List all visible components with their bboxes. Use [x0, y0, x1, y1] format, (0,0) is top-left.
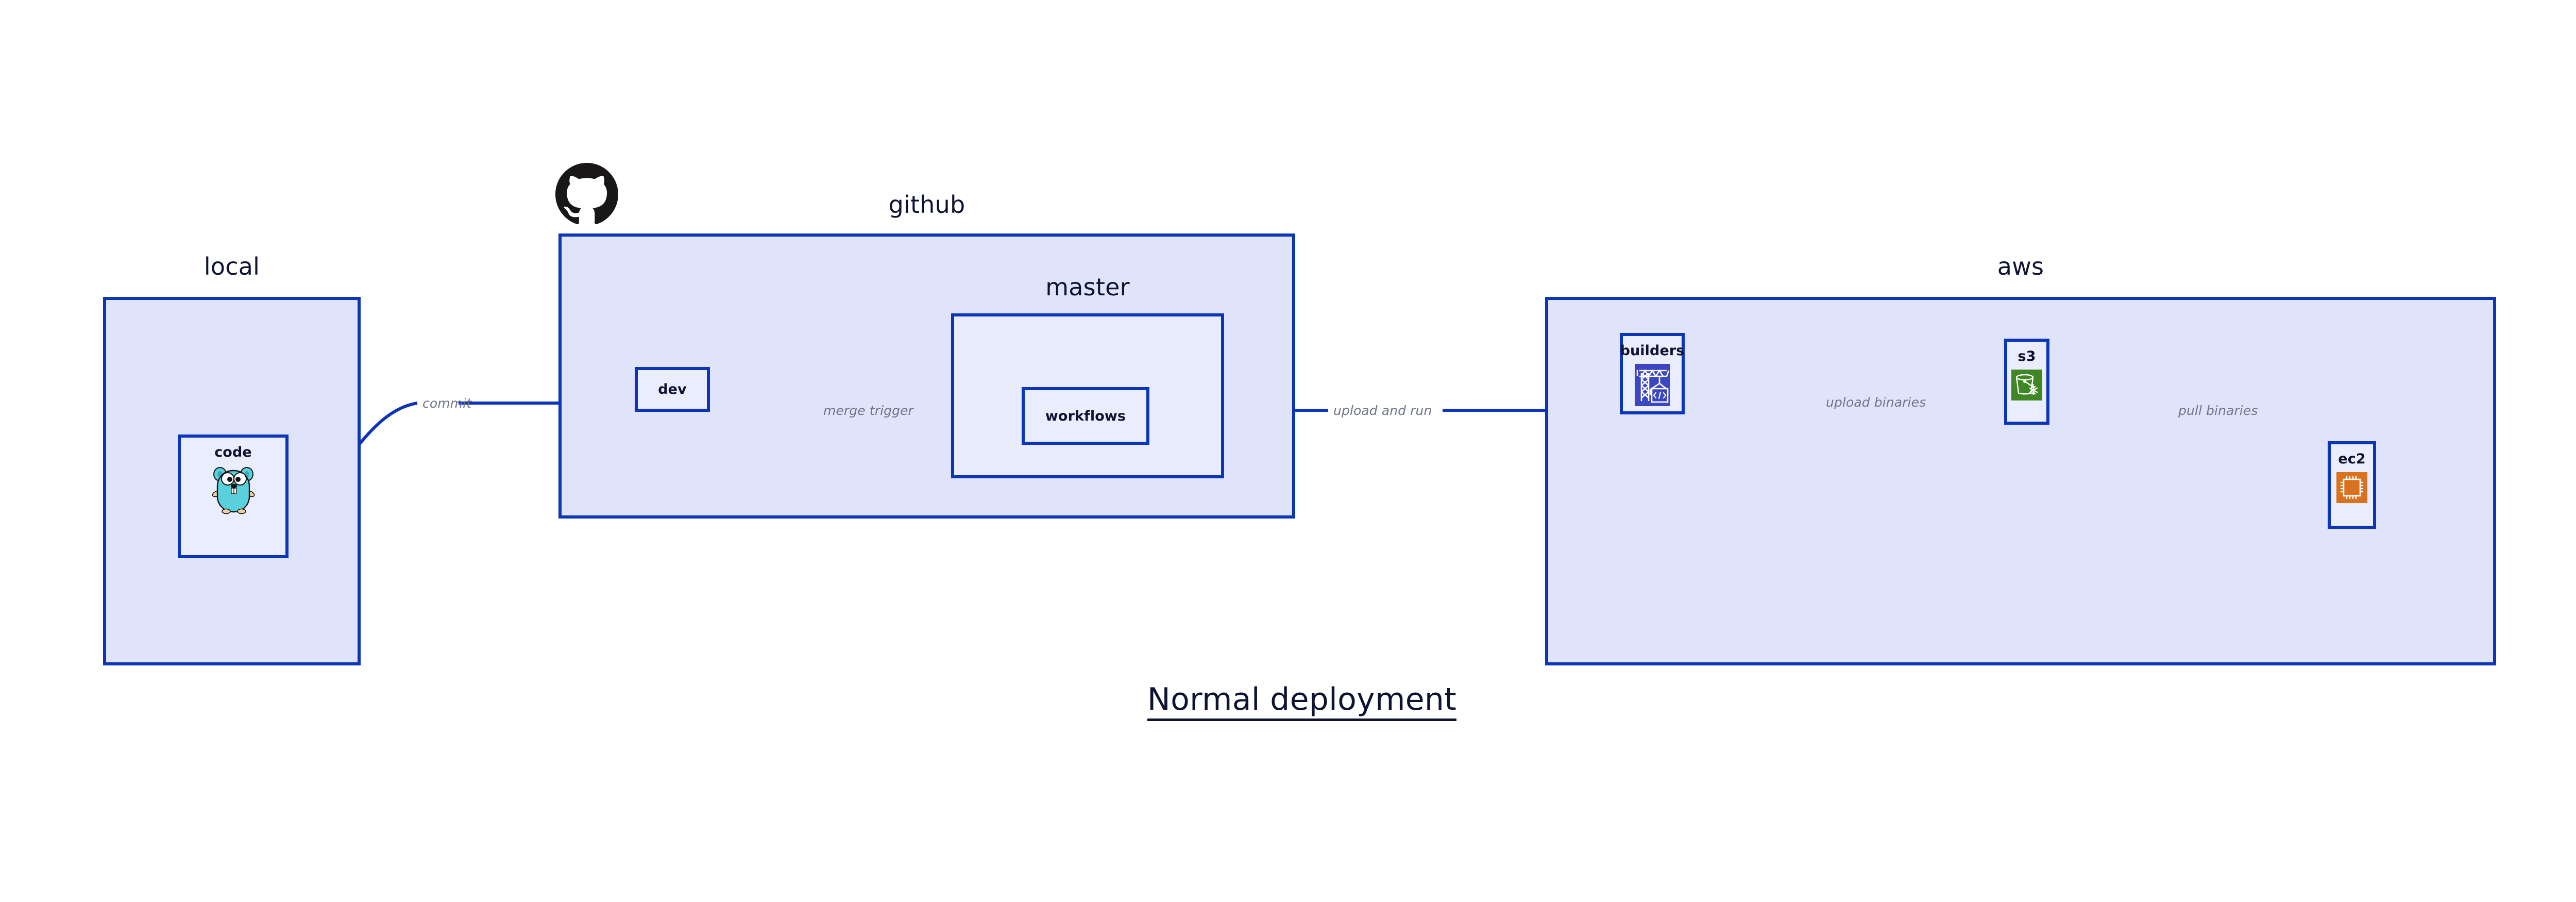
node-label-dev: dev [658, 381, 687, 397]
edge-label-merge-trigger: merge trigger [823, 403, 913, 418]
cluster-label-master: master [1045, 273, 1130, 301]
github-octocat-icon [555, 163, 618, 226]
cluster-label-github: github [888, 191, 965, 219]
edge-label-commit: commit [422, 396, 472, 411]
node-label-builders: builders [1620, 343, 1685, 359]
aws-crane-icon [1635, 364, 1670, 406]
node-dev[interactable]: dev [635, 367, 710, 412]
diagram-title: Normal deployment [0, 681, 2576, 721]
node-builders[interactable]: builders [1620, 333, 1685, 414]
aws-ec2-chip-icon [2336, 472, 2367, 503]
node-workflows[interactable]: workflows [1022, 387, 1149, 445]
edge-label-pull-binaries: pull binaries [2178, 403, 2258, 418]
edge-label-upload-and-run: upload and run [1333, 403, 1432, 418]
node-ec2[interactable]: ec2 [2328, 441, 2376, 529]
node-label-s3: s3 [2018, 348, 2036, 364]
node-label-workflows: workflows [1045, 408, 1126, 424]
aws-s3-bucket-icon [2011, 370, 2042, 400]
node-label-code: code [214, 444, 252, 460]
node-code[interactable]: code [178, 435, 289, 558]
go-gopher-icon [212, 465, 255, 515]
node-label-ec2: ec2 [2338, 451, 2366, 467]
cluster-label-aws: aws [1997, 253, 2044, 280]
edge-label-upload-binaries: upload binaries [1826, 395, 1926, 410]
node-s3[interactable]: s3 [2004, 339, 2049, 425]
cluster-label-local: local [204, 253, 260, 280]
diagram-title-text: Normal deployment [1147, 681, 1457, 721]
